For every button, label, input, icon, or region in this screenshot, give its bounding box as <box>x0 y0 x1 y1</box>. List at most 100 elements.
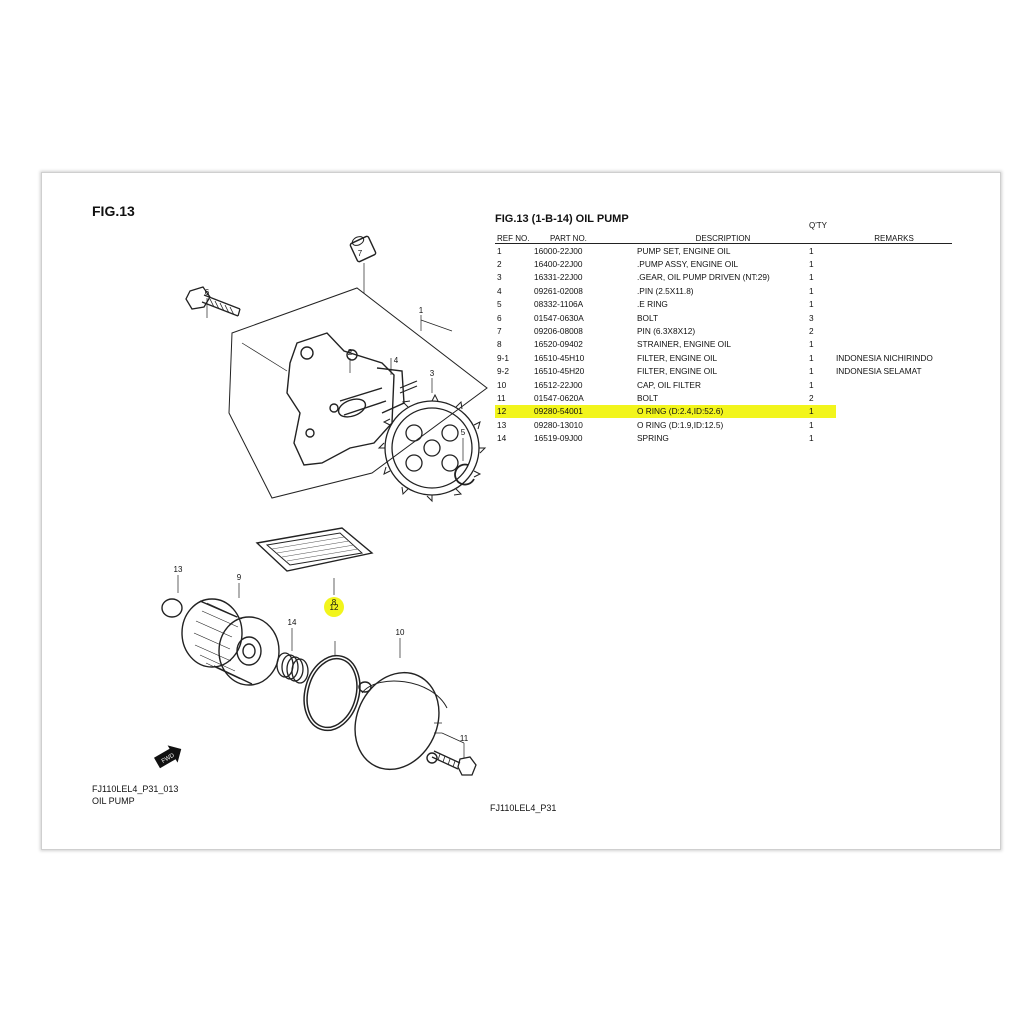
bolt-part <box>185 286 241 317</box>
table-row: 14 16519-09J00 SPRING 1 <box>495 431 952 444</box>
cell-ref: 1 <box>497 245 502 256</box>
col-ref: REF NO. <box>495 229 534 244</box>
cell-ref: 5 <box>497 299 502 310</box>
cell-ref: 10 <box>497 379 507 390</box>
callout-1: 1 <box>419 306 424 315</box>
oil-filter-part <box>181 598 280 686</box>
figure-code: FJ110LEL4_P31_013 <box>92 784 179 794</box>
cell-part: 16400-22J00 <box>534 259 583 270</box>
col-remarks: REMARKS <box>836 229 952 244</box>
cell-remarks <box>836 431 952 444</box>
callout-8: 8 <box>332 598 337 607</box>
highlight-marker <box>324 597 344 617</box>
callout-14: 14 <box>288 618 297 627</box>
cell-desc: BOLT <box>637 312 659 323</box>
cell-part: 09206-08008 <box>534 326 583 337</box>
pump-body-part <box>286 332 405 466</box>
cell-remarks <box>836 298 952 311</box>
callout-4: 4 <box>394 356 399 365</box>
cell-ref: 14 <box>497 433 507 444</box>
cell-part: 16331-22J00 <box>534 272 583 283</box>
cell-part: 16510-45H10 <box>534 352 585 363</box>
cell-desc: O RING (D:1.9,ID:12.5) <box>637 419 724 430</box>
cell-part: 16520-09402 <box>534 339 583 350</box>
cell-part: 09261-02008 <box>534 285 583 296</box>
cell-remarks <box>836 405 952 418</box>
cell-part: 16000-22J00 <box>534 245 583 256</box>
cell-desc: FILTER, ENGINE OIL <box>637 366 718 377</box>
cell-desc: O RING (D:2.4,ID:52.6) <box>637 404 809 419</box>
cell-qty: 2 <box>809 326 814 337</box>
cell-part: 16519-09J00 <box>534 433 583 444</box>
table-header: REF NO. PART NO. DESCRIPTION Q'TY REMARK… <box>495 221 952 244</box>
cap-bolt-part <box>431 750 477 776</box>
cell-desc: FILTER, ENGINE OIL <box>637 352 718 363</box>
col-part: PART NO. <box>534 229 637 244</box>
callout-7: 7 <box>358 249 363 258</box>
cell-ref: 3 <box>497 272 502 283</box>
cell-qty: 1 <box>809 366 814 377</box>
strainer-part <box>255 527 374 572</box>
cell-desc: .PUMP ASSY, ENGINE OIL <box>637 259 739 270</box>
callout-6: 6 <box>205 288 210 297</box>
cell-ref: 7 <box>497 326 502 337</box>
cell-qty: 1 <box>809 285 814 296</box>
cell-remarks <box>836 271 952 284</box>
pin-part <box>349 235 377 263</box>
cell-ref: 4 <box>497 285 502 296</box>
cell-desc: SPRING <box>637 433 669 444</box>
cell-qty: 1 <box>809 299 814 310</box>
callout-11: 11 <box>460 734 469 743</box>
callout-labels: 7 1 6 2 4 3 5 8 9 13 14 12 10 11 <box>174 249 469 743</box>
callout-2: 2 <box>348 348 353 357</box>
col-qty: Q'TY <box>809 221 836 236</box>
cell-part: 08332-1106A <box>534 299 584 310</box>
small-pin-part <box>399 380 418 394</box>
cell-qty: 3 <box>809 312 814 323</box>
cell-qty: 2 <box>809 392 814 403</box>
cell-ref: 8 <box>497 339 502 350</box>
cell-remarks: INDONESIA NICHIRINDO <box>836 352 933 363</box>
cell-qty: 1 <box>809 419 814 430</box>
col-desc: DESCRIPTION <box>637 229 809 244</box>
gear-part <box>377 393 487 503</box>
cell-qty: 1 <box>809 404 836 419</box>
cell-ref: 13 <box>497 419 507 430</box>
cell-ref: 12 <box>495 404 534 419</box>
cell-part: 09280-54001 <box>534 404 637 419</box>
cell-remarks <box>836 324 952 337</box>
cell-qty: 1 <box>809 245 814 256</box>
cell-remarks <box>836 418 952 431</box>
cell-ref: 2 <box>497 259 502 270</box>
page-code: FJ110LEL4_P31 <box>490 803 557 813</box>
callout-13: 13 <box>174 565 183 574</box>
cell-desc: PIN (6.3X8X12) <box>637 326 696 337</box>
pump-set-outline <box>228 287 488 499</box>
figure-name: OIL PUMP <box>92 796 135 806</box>
cell-remarks <box>836 244 952 258</box>
cell-qty: 1 <box>809 433 814 444</box>
fwd-arrow-icon: FWD <box>154 745 182 769</box>
cell-desc: PUMP SET, ENGINE OIL <box>637 245 731 256</box>
cell-qty: 1 <box>809 272 814 283</box>
cell-ref: 9-2 <box>497 366 509 377</box>
cell-remarks <box>836 378 952 391</box>
figure-label: FIG.13 <box>92 203 135 219</box>
cell-remarks: INDONESIA SELAMAT <box>836 366 922 377</box>
cell-part: 16510-45H20 <box>534 366 585 377</box>
exploded-diagram: FWD 7 1 6 2 4 3 5 8 9 13 14 12 10 11 <box>154 235 488 776</box>
cell-part: 01547-0620A <box>534 392 584 403</box>
cell-qty: 1 <box>809 352 814 363</box>
table-row: 1 16000-22J00 PUMP SET, ENGINE OIL 1 <box>495 244 952 258</box>
